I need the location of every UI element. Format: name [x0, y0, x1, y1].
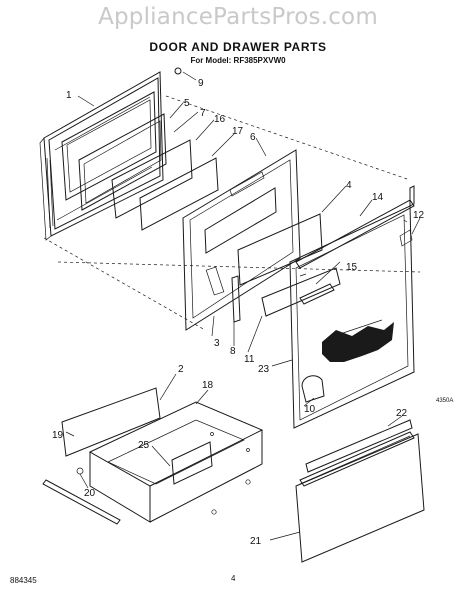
part-label-4: 4 [346, 180, 352, 191]
part-label-1: 1 [66, 90, 72, 101]
storage-drawer [88, 401, 264, 523]
part-label-12: 12 [413, 210, 425, 221]
part-label-10: 10 [304, 404, 316, 415]
part-label-17: 17 [232, 126, 244, 137]
part-label-18: 18 [202, 380, 214, 391]
door-hinge [231, 275, 241, 323]
part-label-6: 6 [250, 132, 256, 143]
inner-door-panel [182, 149, 301, 331]
drawer-handle-strip [305, 419, 413, 473]
drawer-front-panel [295, 431, 425, 563]
part-label-15: 15 [346, 262, 358, 273]
part-label-3: 3 [214, 338, 220, 349]
model-line: For Model: RF385PXVW0 [190, 56, 286, 65]
assembly-dashed-lines [43, 95, 421, 331]
part-label-19: 19 [52, 430, 64, 441]
part-label-23: 23 [258, 364, 270, 375]
outer-door-frame [39, 71, 164, 241]
door-glass-panes [61, 91, 219, 231]
part-label-8: 8 [230, 346, 236, 357]
part-label-7: 7 [200, 108, 206, 119]
part-label-2: 2 [178, 364, 184, 375]
oven-window-glass [237, 213, 323, 286]
part-label-9: 9 [198, 78, 204, 89]
door-handle-trim [295, 185, 415, 305]
screw-part-9 [174, 67, 182, 75]
part-label-14: 14 [372, 192, 384, 203]
part-label-25: 25 [138, 440, 150, 451]
part-numbers: 1 9 5 7 16 17 6 4 14 12 15 3 8 11 23 2 1… [52, 78, 425, 547]
leader-lines [65, 71, 421, 541]
diagram-title: DOOR AND DRAWER PARTS [149, 40, 327, 54]
oven-door-front [261, 205, 415, 429]
part-label-5: 5 [184, 98, 190, 109]
part-label-21: 21 [250, 536, 262, 547]
figure-code: 4350A [436, 398, 453, 404]
part-label-11: 11 [244, 354, 255, 365]
watermark: AppliancePartsPros.com [98, 4, 378, 30]
footer-part-code: 884345 [10, 576, 37, 585]
part-label-16: 16 [214, 114, 226, 125]
part-label-20: 20 [84, 488, 96, 499]
footer-page-number: 4 [231, 574, 236, 583]
drawer-insulation-panel [61, 387, 161, 457]
part-label-22: 22 [396, 408, 408, 419]
